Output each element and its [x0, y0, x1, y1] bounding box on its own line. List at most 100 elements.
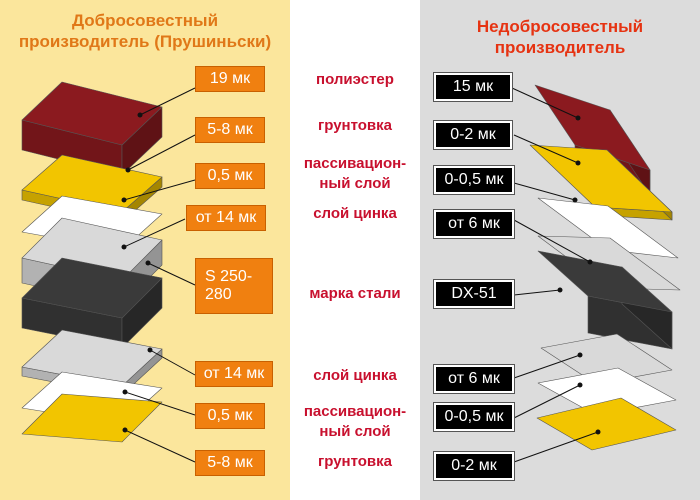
left-leader-2-dot: [125, 167, 131, 173]
left-value-badge-2: 5-8 мк: [195, 117, 265, 143]
layer-label-7-line: пассивацион-: [303, 403, 407, 420]
right-leader-8-dot: [595, 429, 601, 435]
right-value-badge-5-text: DX-51: [451, 285, 497, 302]
right-leader-3-dot: [572, 197, 578, 203]
left-value-badge-2-text: 5-8 мк: [207, 121, 253, 138]
right-column-title: Недобросовестный производитель: [420, 16, 700, 58]
right-leader-7-dot: [577, 382, 583, 388]
left-value-badge-1-text: 19 мк: [209, 70, 251, 87]
left-leader-2: [127, 134, 196, 171]
left-polyester-top: [21, 81, 163, 146]
left-value-badge-1: 19 мк: [195, 66, 265, 92]
layer-label-7: пассивацион-ный слой: [290, 402, 420, 442]
right-primer-top: [529, 144, 673, 213]
layer-label-4-line: слой цинка: [313, 205, 397, 222]
left-leader-5: [147, 262, 196, 286]
left-value-badge-5-text: S 250-: [205, 268, 253, 285]
left-value-badge-4-text: от 14 мк: [195, 209, 257, 226]
right-leader-6: [513, 354, 581, 379]
layer-label-1-line: полиэстер: [316, 71, 394, 88]
left-leader-3: [123, 179, 196, 201]
right-value-badge-7-text: 0-0,5 мк: [444, 408, 504, 425]
left-leader-3-dot: [121, 197, 127, 203]
right-value-badge-2-text: 0-2 мк: [450, 126, 496, 143]
layer-label-5-line: марка стали: [309, 285, 401, 302]
layer-label-6-line: слой цинка: [313, 367, 397, 384]
left-leader-4: [123, 218, 186, 248]
right-passivation-top: [537, 197, 679, 259]
right-title-line-2: производитель: [494, 38, 626, 57]
left-value-badge-8: 5-8 мк: [195, 450, 265, 476]
left-value-badge-3: 0,5 мк: [195, 163, 265, 189]
right-leader-2: [513, 134, 579, 164]
layer-label-8-line: грунтовка: [318, 453, 392, 470]
left-value-badge-5: S 250-280: [195, 258, 273, 314]
layer-label-8: грунтовка: [290, 452, 420, 472]
left-leader-4-dot: [121, 244, 127, 250]
layer-label-6: слой цинка: [290, 366, 420, 386]
left-leader-7-dot: [122, 389, 128, 395]
right-value-badge-1: 15 мк: [433, 72, 513, 102]
right-primer-lower-top: [536, 397, 677, 451]
left-title-line-2: производитель (Прушиньски): [18, 32, 272, 51]
left-value-badge-3-text: 0,5 мк: [207, 167, 253, 184]
layer-label-3: пассивацион-ный слой: [290, 154, 420, 194]
right-leader-4-dot: [587, 259, 593, 265]
right-passivation-lower-top: [537, 367, 677, 416]
left-value-badge-6: от 14 мк: [195, 361, 273, 387]
right-value-badge-5: DX-51: [433, 279, 515, 309]
right-value-badge-8: 0-2 мк: [433, 451, 515, 481]
right-value-badge-6-text: от 6 мк: [448, 370, 500, 387]
right-zinc-top: [537, 235, 681, 291]
left-leader-1: [139, 87, 196, 116]
right-value-badge-3: 0-0,5 мк: [433, 165, 515, 195]
layer-label-1: полиэстер: [290, 70, 420, 90]
right-leader-2-dot: [575, 160, 581, 166]
right-zinc-lower-top: [540, 333, 673, 385]
left-value-badge-6-text: от 14 мк: [203, 365, 265, 382]
left-steel-top: [21, 257, 163, 319]
right-value-badge-1-text: 15 мк: [452, 78, 494, 95]
right-value-badge-6: от 6 мк: [433, 364, 515, 394]
left-value-badge-8-text: 5-8 мк: [207, 454, 253, 471]
left-leader-6-dot: [147, 347, 153, 353]
right-leader-5: [513, 289, 561, 296]
left-title-line-1: Добросовестный: [71, 11, 219, 30]
layer-label-2: грунтовка: [290, 116, 420, 136]
layer-label-3-line: пассивацион-: [303, 155, 407, 172]
left-leader-6: [149, 349, 196, 376]
right-value-badge-8-text: 0-2 мк: [451, 457, 497, 474]
right-steel-top: [537, 250, 673, 313]
right-title-line-1: Недобросовестный: [476, 17, 644, 36]
layer-label-5: марка стали: [290, 284, 420, 304]
right-leader-5-dot: [557, 287, 563, 293]
right-value-badge-2: 0-2 мк: [433, 120, 513, 150]
layer-label-4: слой цинка: [290, 204, 420, 224]
middle-panel: [290, 0, 420, 500]
layer-label-7-line: ный слой: [319, 423, 391, 440]
right-leader-7: [513, 384, 581, 419]
right-value-badge-4-text: от 6 мк: [448, 215, 500, 232]
right-value-badge-7: 0-0,5 мк: [433, 402, 515, 432]
left-leader-8: [124, 429, 196, 463]
layer-label-2-line: грунтовка: [318, 117, 392, 134]
left-value-badge-4: от 14 мк: [186, 205, 266, 231]
left-column-title: Добросовестный производитель (Прушиньски…: [0, 10, 290, 52]
left-leader-7: [124, 391, 196, 416]
left-leader-5-dot: [145, 260, 151, 266]
left-value-badge-7-text: 0,5 мк: [207, 407, 253, 424]
right-leader-1-dot: [575, 115, 581, 121]
left-leader-8-dot: [122, 427, 128, 433]
right-leader-8: [513, 431, 599, 463]
layer-label-3-line: ный слой: [319, 175, 391, 192]
right-value-badge-4: от 6 мк: [433, 209, 515, 239]
right-leader-1: [511, 87, 579, 119]
left-value-badge-5-text: 280: [205, 286, 232, 303]
left-leader-1-dot: [137, 112, 143, 118]
right-leader-4: [513, 219, 591, 263]
right-leader-6-dot: [577, 352, 583, 358]
right-leader-3: [513, 182, 576, 201]
right-value-badge-3-text: 0-0,5 мк: [444, 171, 504, 188]
left-value-badge-7: 0,5 мк: [195, 403, 265, 429]
